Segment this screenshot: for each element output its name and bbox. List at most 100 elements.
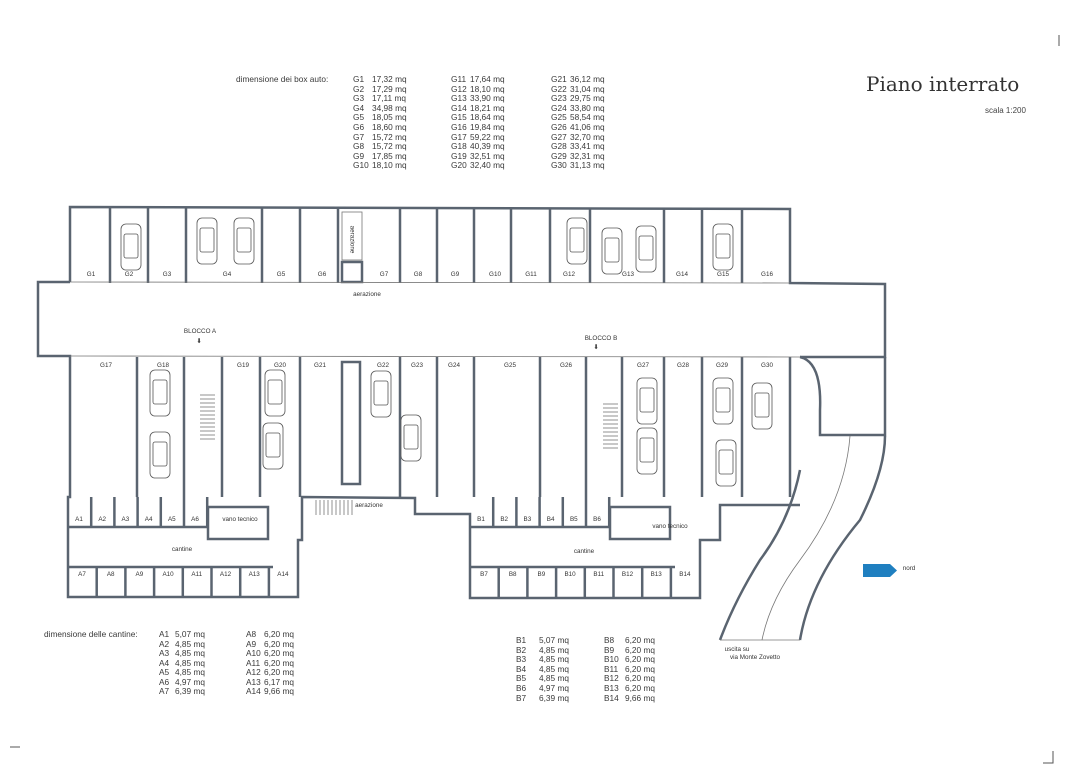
cellar-a-size-value: 6,20 mq (264, 648, 294, 658)
aerazione-label: aerazione (353, 291, 381, 298)
cellar-a-size-code: A9 (246, 638, 257, 649)
cellar-a-size-code: A12 (246, 667, 261, 677)
cellar-a-size-value: 6,17 mq (264, 676, 294, 687)
box-size-code: G21 (551, 74, 567, 84)
vano-tecnico-label: vano tecnico (222, 516, 258, 523)
garage-label: G26 (560, 362, 572, 369)
box-size-code: G22 (551, 83, 567, 94)
cellar-label: B12 (621, 571, 634, 578)
ramp-wall (799, 355, 887, 437)
aerazione-shaft (340, 260, 364, 284)
blocco-b-label: BLOCCO B (584, 335, 618, 342)
box-size-value: 29,75 mq (570, 93, 605, 104)
garage-label: G10 (489, 271, 501, 278)
cellar-a-size-value: 4,97 mq (175, 676, 205, 687)
garage-label: G30 (761, 362, 773, 369)
cellar-b-size-value: 6,39 mq (539, 692, 569, 703)
box-size-value: 17,32 mq (372, 74, 407, 84)
cellar-label: B2 (500, 516, 509, 523)
box-size-code: G10 (353, 160, 369, 171)
box-size-value: 18,60 mq (372, 122, 407, 132)
cellar-label: B7 (480, 571, 488, 578)
page-title: Piano interrato (866, 72, 1020, 96)
cellar-b-size-code: B4 (516, 663, 527, 674)
cellar-b-size-value: 6,20 mq (625, 654, 655, 665)
garage-label: G17 (100, 362, 112, 369)
box-size-value: 33,90 mq (470, 93, 505, 104)
cellar-b-size-value: 4,97 mq (539, 683, 569, 693)
vano-tecnico-label: vano tecnico (652, 523, 688, 530)
garage-label: G28 (677, 362, 689, 369)
cellar-label: B9 (537, 571, 546, 578)
garage-label: G9 (450, 271, 460, 278)
cellar-label: A2 (98, 516, 107, 523)
cellar-label: B10 (564, 571, 576, 578)
box-size-code: G17 (451, 131, 467, 142)
garage-label: G16 (761, 271, 773, 278)
cellar-label: A1 (75, 516, 83, 523)
cellar-label: A6 (191, 516, 199, 523)
exit-label: via Monte Zovetto (729, 654, 781, 661)
cellar-a-size-code: A1 (159, 629, 170, 639)
garage-label: G23 (411, 362, 423, 369)
cellar-a-size-value: 6,20 mq (264, 667, 294, 677)
cellar-b-size-code: B12 (604, 673, 619, 684)
cellar-a-size-code: A3 (159, 648, 170, 658)
cellar-a-size-value: 4,85 mq (175, 648, 205, 658)
cellar-a-size-code: A4 (159, 657, 170, 668)
nord-arrow-icon (863, 564, 897, 577)
box-size-value: 32,51 mq (470, 150, 505, 161)
box-size-value: 15,72 mq (372, 141, 407, 152)
garage-label: G11 (525, 271, 537, 278)
box-size-code: G13 (451, 93, 467, 104)
cellar-b-size-value: 5,07 mq (539, 635, 569, 645)
cellar-a-size-value: 6,20 mq (264, 629, 294, 639)
cellar-a-size-value: 4,85 mq (175, 638, 205, 649)
box-size-code: G20 (451, 160, 467, 171)
cellar-b-size-value: 6,20 mq (625, 683, 655, 693)
box-size-code: G28 (551, 141, 567, 152)
box-size-value: 18,10 mq (470, 83, 505, 94)
cellar-b-size-code: B2 (516, 644, 527, 655)
cellar-b-size-value: 6,20 mq (625, 663, 655, 674)
cellar-b-size-code: B13 (604, 683, 619, 693)
box-size-value: 32,40 mq (470, 160, 505, 171)
aerazione-label: aerazione (348, 225, 356, 254)
cellar-b-size-code: B7 (516, 692, 527, 703)
cellar-label: A14 (277, 571, 289, 578)
cellar-a-size-value: 9,66 mq (264, 686, 294, 696)
box-size-value: 17,11 mq (372, 93, 406, 104)
box-size-code: G16 (451, 122, 467, 132)
cellar-a-size-code: A7 (159, 686, 170, 696)
cantine-label: cantine (171, 546, 193, 553)
cellar-b-size-value: 6,20 mq (625, 635, 655, 645)
scale-label: scala 1:200 (985, 106, 1026, 115)
box-size-code: G30 (551, 160, 567, 171)
garage-label: G24 (448, 362, 460, 369)
cellar-b-size-value: 9,66 mq (625, 692, 655, 703)
cellar-b-size-code: B9 (604, 644, 615, 655)
box-size-value: 15,72 mq (372, 131, 407, 142)
ramp-centerline (761, 435, 851, 641)
garage-label: G2 (124, 271, 134, 278)
cellar-label: B1 (477, 516, 485, 523)
cellar-a-size-code: A14 (246, 686, 261, 696)
garage-label: G20 (274, 362, 286, 369)
cellar-a-size-code: A11 (246, 657, 261, 668)
garage-label: G25 (504, 362, 516, 369)
blocco-a-label: BLOCCO A (183, 328, 217, 335)
cellar-b-size-code: B10 (604, 654, 619, 665)
cellar-a-size-value: 4,85 mq (175, 667, 205, 677)
cellar-label: B3 (523, 516, 532, 523)
cellar-label: A9 (135, 571, 144, 578)
box-size-code: G3 (353, 93, 365, 104)
cellar-a-size-value: 6,20 mq (264, 638, 294, 649)
cellar-label: A12 (219, 571, 232, 578)
box-size-code: G1 (353, 74, 365, 84)
box-size-code: G29 (551, 150, 567, 161)
box-size-value: 32,70 mq (570, 131, 605, 142)
arrow-down-icon: ⬇ (593, 344, 599, 351)
box-size-value: 59,22 mq (470, 131, 505, 142)
box-size-value: 18,05 mq (372, 112, 407, 123)
